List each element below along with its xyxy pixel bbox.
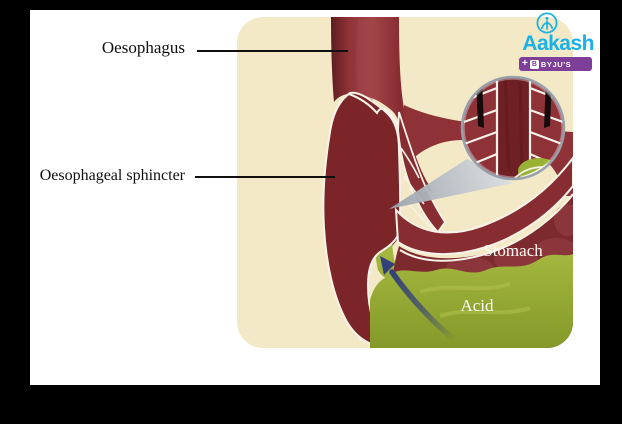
label-acid: Acid: [460, 296, 494, 315]
stomach-wall-band: [395, 157, 573, 262]
cardia-wall: [403, 105, 573, 196]
aakash-wordmark: Aakash: [522, 32, 594, 55]
byjus-badge: + B BYJU'S: [519, 57, 592, 71]
label-oesophageal-sphincter: Oesophageal sphincter: [39, 167, 185, 184]
reflux-arrow: [380, 256, 454, 340]
label-stomach: Stomach: [483, 241, 543, 260]
leader-line-sphincter: [195, 176, 335, 178]
label-oesophagus: Oesophagus: [101, 38, 185, 57]
byjus-b-icon: B: [529, 59, 539, 69]
plus-icon: +: [522, 58, 528, 69]
aakash-logo-icon: [536, 12, 558, 34]
byjus-wordmark: BYJU'S: [540, 59, 572, 69]
magnifier-lens: [460, 75, 566, 181]
leader-line-oesophagus: [197, 50, 348, 52]
acid-pool: [370, 254, 573, 348]
sphincter-cutaway: [322, 91, 402, 348]
zoom-beam: [389, 159, 513, 209]
aakash-byjus-logo: Aakash + B BYJU'S: [500, 12, 598, 72]
